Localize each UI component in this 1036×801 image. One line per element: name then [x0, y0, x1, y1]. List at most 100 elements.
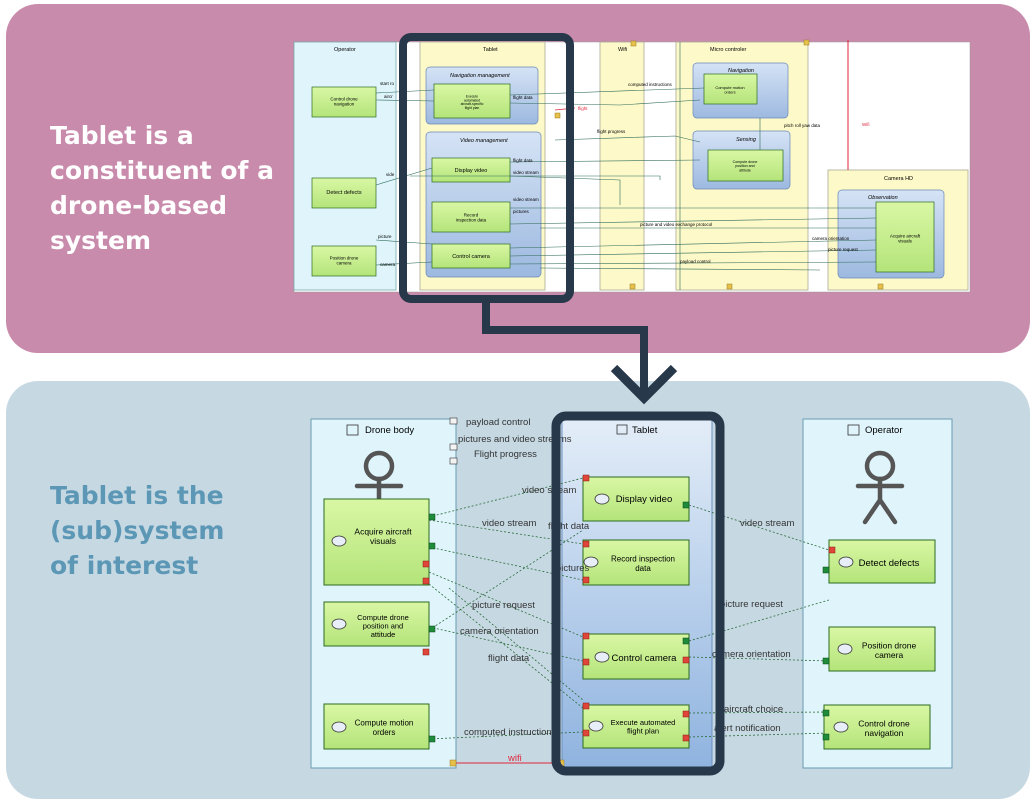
input-ports	[422, 474, 836, 742]
top-ex-picture: picture	[378, 234, 392, 239]
top-ex-pitch: pitch roll yaw data	[784, 123, 821, 128]
top-sensing-label: Sensing	[736, 137, 757, 143]
bottom-ex-video-stream-3: video stream	[740, 518, 794, 529]
bottom-fn-display-label: Display video	[616, 494, 673, 505]
top-part-wifi[interactable]: Wifi	[599, 41, 645, 291]
top-ex-protocol: picture and video exchange protocol	[640, 222, 712, 227]
top-fn-compute-pos[interactable]	[707, 149, 784, 182]
top-ex-payload: payload control	[680, 259, 711, 264]
bottom-ex-picture-request-1: picture request	[472, 600, 535, 611]
function-badges	[331, 493, 854, 733]
bottom-fn-detect-label: Detect defects	[859, 558, 920, 569]
top-fn-compute-orders[interactable]	[703, 73, 758, 105]
top-fn-record[interactable]	[431, 201, 511, 233]
top-ex-flight-data-2: flight data	[513, 158, 533, 163]
output-ports	[428, 501, 830, 743]
top-camera-label: Camera HD	[884, 176, 913, 182]
top-diagram: Operator Tablet Wifi Micro controler Cam…	[293, 39, 971, 293]
bottom-ex-pictures: pictures	[556, 563, 590, 574]
top-ex-video: vide	[386, 172, 395, 177]
part-component-icon	[346, 424, 359, 436]
bottom-ex-video-stream-2: video stream	[482, 518, 536, 529]
top-navigation-label: Navigation	[728, 68, 754, 74]
top-observation-label: Observation	[868, 195, 898, 201]
top-video-mgmt-label: Video management	[460, 138, 508, 144]
drone-body-actor-icon	[354, 450, 404, 525]
top-ex-video-stream: video stream	[513, 170, 539, 175]
bottom-fn-control-cam[interactable]	[582, 633, 690, 680]
top-fn-control-nav[interactable]	[311, 86, 377, 118]
highlight-overlay	[399, 33, 725, 776]
bottom-fn-detect[interactable]	[828, 539, 936, 584]
top-fn-display-label: Display video	[455, 168, 488, 174]
bottom-ex-payload: payload control	[466, 417, 530, 428]
top-fn-detect[interactable]	[311, 177, 377, 209]
top-part-operator[interactable]: Operator	[293, 41, 397, 291]
top-ex-flight-progress: flight progress	[597, 129, 626, 134]
top-tablet-label: Tablet	[483, 47, 498, 53]
top-ex-pic-request: picture request	[828, 247, 859, 252]
bottom-ex-camera-orientation-2: camera orientation	[712, 649, 791, 660]
bottom-ex-wifi: wifi	[507, 753, 522, 764]
bottom-ex-progress: Flight progress	[474, 449, 537, 460]
bottom-ex-camera-orientation-1: camera orientation	[460, 626, 539, 637]
bottom-caption: Tablet is the (sub)system of interest	[50, 481, 225, 580]
connector-arrowhead	[610, 364, 678, 405]
bottom-drone-body-label: Drone body	[365, 425, 414, 436]
top-ex-cam-orient: camera orientation	[812, 236, 850, 241]
bottom-operator-label: Operator	[865, 425, 903, 436]
bottom-fn-control-cam-label: Control camera	[612, 653, 678, 664]
top-operator-label: Operator	[334, 47, 356, 53]
part-component-icon	[847, 424, 860, 436]
bottom-tablet-label: Tablet	[632, 425, 658, 436]
top-ex-start: start ro	[380, 81, 395, 86]
top-caption: Tablet is a constituent of a drone-based…	[50, 121, 274, 255]
bottom-ex-pics-video: pictures and video streams	[458, 434, 572, 445]
top-ex-red-wifi: Wifi	[862, 122, 870, 127]
bottom-ex-picture-request-2: picture request	[720, 599, 783, 610]
top-fn-position[interactable]	[311, 245, 377, 277]
top-ex-video-stream-2: video stream	[513, 197, 539, 202]
bottom-tablet-highlight	[551, 411, 725, 776]
top-fn-detect-label: Detect defects	[326, 190, 361, 196]
top-ex-computed: computed instructions	[628, 82, 673, 87]
top-ex-red-flight: flight	[578, 106, 588, 111]
top-fn-exec-plan[interactable]	[433, 83, 511, 119]
top-ex-flight-data: flight data	[513, 95, 533, 100]
top-ex-camera: camera	[380, 262, 396, 267]
top-ex-alert: aircr	[384, 94, 393, 99]
bottom-ex-flight-data-2: flight data	[488, 653, 530, 664]
bottom-ex-video-stream-1: video stream	[522, 485, 576, 496]
bottom-ex-flight-data-1: flight data	[548, 521, 590, 532]
top-fn-control-cam-label: Control camera	[452, 254, 491, 260]
connector-line	[482, 299, 648, 397]
bottom-ex-computed: computed instructions	[464, 727, 557, 738]
top-micro-label: Micro controler	[710, 47, 747, 53]
top-wifi-label: Wifi	[618, 47, 627, 53]
top-fn-display[interactable]	[431, 157, 511, 183]
bottom-fn-record[interactable]	[582, 539, 690, 586]
top-ex-pictures: pictures	[513, 209, 530, 214]
bottom-ex-alert: alert notification	[714, 723, 781, 734]
operator-actor-icon	[855, 450, 905, 525]
part-component-icon	[616, 424, 628, 435]
top-fn-acquire[interactable]	[875, 201, 935, 273]
bottom-diagram: Drone body Tablet Operator	[310, 417, 953, 769]
bottom-ex-aircraft-choice: aircraft choice	[724, 704, 783, 715]
top-nav-mgmt-label: Navigation management	[450, 73, 510, 79]
